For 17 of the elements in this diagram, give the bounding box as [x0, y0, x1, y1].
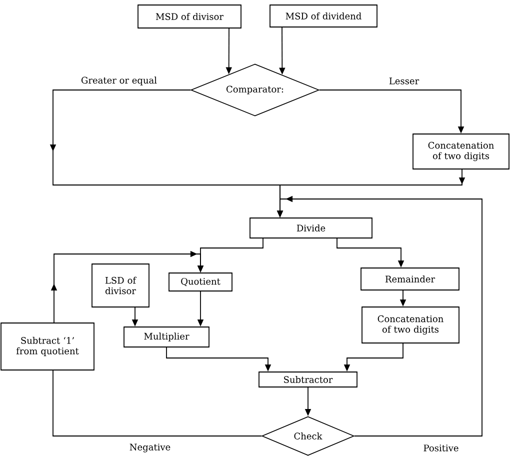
process-box: Concatenation of two digits — [362, 306, 460, 344]
process-box: Divide — [250, 218, 372, 238]
edge-label: Negative — [128, 442, 172, 454]
process-box: MSD of dividend — [270, 4, 378, 28]
connector-line — [52, 370, 262, 436]
edge-label: Positive — [422, 444, 460, 452]
process-box: Remainder — [360, 268, 460, 290]
edge-label: Lesser — [388, 76, 420, 86]
process-box: Quotient — [168, 272, 232, 292]
process-box: MSD of divisor — [138, 4, 242, 28]
process-box: Concatenation of two digits — [412, 134, 510, 170]
process-box: Subtract ‘1’ from quotient — [0, 322, 94, 370]
process-box: Subtractor — [258, 372, 358, 388]
arrow — [50, 250, 204, 323]
process-box: Multiplier — [124, 326, 210, 348]
process-box: LSD of divisor — [92, 264, 150, 308]
edge-label: Greater or equal — [80, 76, 158, 86]
